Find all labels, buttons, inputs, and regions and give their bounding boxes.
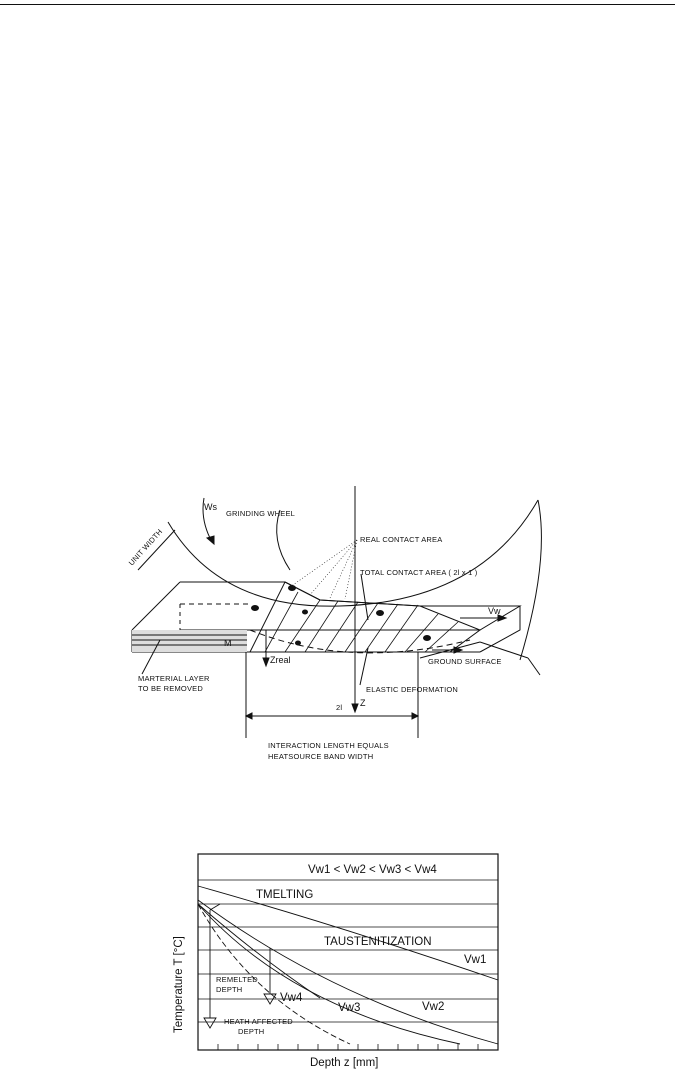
- velocity-inequality: Vw1 < Vw2 < Vw3 < Vw4: [308, 864, 437, 876]
- wheel-inner-curve: [276, 509, 291, 571]
- curve-vw4: [197, 903, 351, 1045]
- vw4-label: Vw4: [280, 992, 303, 1004]
- plot-frame: [197, 853, 499, 1051]
- real-contact-area-label: REAL CONTACT AREA: [360, 535, 442, 544]
- workpiece-right-edge: [479, 606, 521, 653]
- t-austenitization-label: TAUSTENITIZATION: [324, 936, 432, 948]
- grinding-wheel-arc: [167, 499, 539, 607]
- curve-vw2: [197, 899, 499, 1045]
- vw3-label: Vw3: [338, 1002, 360, 1014]
- contact-spot: [288, 585, 296, 591]
- elastic-deformation-label: ELASTIC DEFORMATION: [366, 685, 458, 694]
- z-label: Z: [360, 698, 366, 708]
- contact-spot: [251, 605, 259, 611]
- total-contact-area-label: TOTAL CONTACT AREA ( 2l x 1 ): [360, 568, 478, 577]
- x-axis-label: Depth z [mm]: [310, 1057, 378, 1069]
- temperature-depth-diagram: Vw1 < Vw2 < Vw3 < Vw4 TMELTING TAUSTENIT…: [173, 853, 499, 1069]
- vw1-label: Vw1: [464, 954, 486, 966]
- elastic-deformation-dashed: [249, 629, 471, 654]
- workpiece-left-top: [131, 581, 181, 631]
- remelted-depth-marker: [263, 993, 277, 1005]
- material-layer-label-1: MARTERIAL LAYER: [138, 674, 210, 683]
- wheel-arc-right: [519, 499, 542, 661]
- contact-spot: [376, 610, 384, 616]
- heat-affected-label-1: HEATH AFFECTED: [224, 1017, 293, 1026]
- grinding-contact-diagram: GRINDING WHEEL Ws UNIT WIDTH REAL CONTAC…: [127, 486, 542, 761]
- curve-vw-extra: [197, 903, 321, 999]
- material-layer-label-2: TO BE REMOVED: [138, 684, 203, 693]
- remelted-depth-label-2: DEPTH: [216, 985, 242, 994]
- dim-2l-label: 2l: [336, 703, 342, 712]
- heat-affected-label-2: DEPTH: [238, 1027, 264, 1036]
- zreal-label: Zreal: [270, 655, 291, 665]
- vw-label: Vw: [488, 606, 501, 616]
- curve-vw1: [197, 885, 499, 981]
- interaction-length-label-1: INTERACTION LENGTH EQUALS: [268, 741, 389, 750]
- ws-label: Ws: [204, 502, 217, 512]
- page-top-rule: [0, 4, 675, 5]
- unit-width-arrow: [137, 529, 176, 571]
- m-label: M: [224, 638, 232, 648]
- contact-spot: [302, 609, 308, 615]
- y-axis-label: Temperature T [°C]: [173, 936, 185, 1033]
- remelted-depth-label-1: REMELTED: [216, 975, 258, 984]
- grinding-wheel-label: GRINDING WHEEL: [226, 509, 295, 518]
- t-melting-label: TMELTING: [256, 889, 313, 901]
- interaction-length-label-2: HEATSOURCE BAND WIDTH: [268, 752, 373, 761]
- contact-spot: [295, 640, 301, 646]
- vw2-label: Vw2: [422, 1001, 444, 1013]
- contact-spot: [423, 635, 431, 641]
- ground-surface-label: GROUND SURFACE: [428, 657, 502, 666]
- heat-affected-depth-marker: [203, 1017, 217, 1029]
